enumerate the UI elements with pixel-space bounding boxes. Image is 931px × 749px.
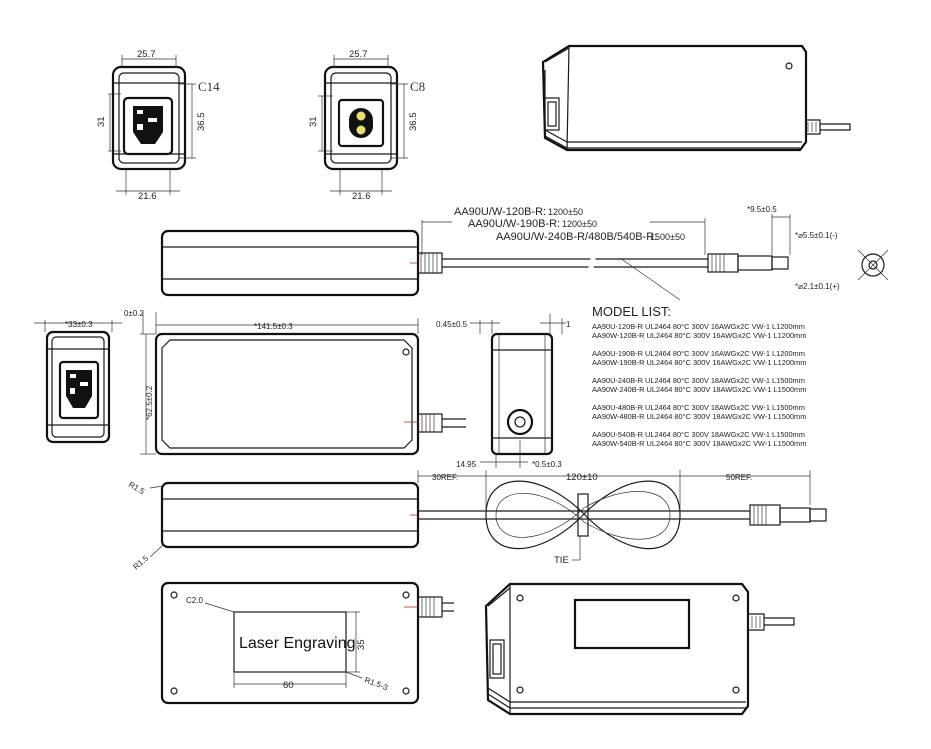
coil-radius-bottom: R1.5: [132, 553, 151, 571]
model-list-line: AA90U-240B-R UL2464 80°C 300V 18AWGx2C V…: [592, 376, 805, 385]
adapter-side-view: [160, 229, 889, 301]
c8-end-view: [318, 55, 408, 195]
label-corner: C2.0: [186, 596, 203, 605]
c14-height-left: 31: [96, 116, 107, 127]
model-list-line: AA90W-540B-R UL2464 80°C 300V 18AWGx2C V…: [592, 439, 806, 448]
model-list-line: AA90W-480B-R UL2464 80°C 300V 18AWGx2C V…: [592, 412, 806, 421]
label-height: 35: [356, 639, 367, 650]
side-right: 1: [566, 320, 571, 329]
plug-outer-diameter: *⌀5.5±0.1(-): [795, 231, 838, 240]
label-bottom-view: [160, 581, 454, 705]
cable-length-line1-model: AA90U/W-120B-R:: [454, 206, 546, 218]
end-width: *33±0.3: [65, 320, 93, 329]
model-list-line: AA90W-240B-R UL2464 80°C 300V 18AWGx2C V…: [592, 385, 806, 394]
cable-length-dimension: [421, 214, 791, 255]
cable-tie-label: TIE: [554, 555, 569, 566]
model-list-line: AA90W-120B-R UL2464 80°C 300V 16AWGx2C V…: [592, 331, 806, 340]
c8-height-left: 31: [308, 116, 319, 127]
body-gap: 0±0.2: [124, 309, 145, 318]
c14-width-top: 25.7: [137, 49, 156, 60]
isometric-view-top: [541, 44, 851, 152]
label-width: 60: [283, 680, 294, 691]
plug-length: *9.5±0.5: [747, 205, 777, 214]
adapter-top-view: [140, 312, 466, 456]
body-height: *62.5±0.2: [145, 385, 154, 420]
c8-width-bottom: 21.6: [352, 191, 371, 202]
c8-width-top: 25.7: [349, 49, 368, 60]
isometric-view-bottom: [484, 582, 795, 716]
c14-end-view: [108, 55, 196, 195]
model-list-line: AA90U-120B-R UL2464 80°C 300V 16AWGx2C V…: [592, 322, 805, 331]
model-list-line: AA90W-190B-R UL2464 80°C 300V 16AWGx2C V…: [592, 358, 806, 367]
side-offset: 0.45±0.5: [436, 320, 468, 329]
cable-length-line2-value: 1200±50: [562, 219, 597, 229]
laser-engraving-label: Laser Engraving: [239, 635, 356, 652]
adapter-end-view: [34, 320, 122, 444]
c14-width-bottom: 21.6: [138, 191, 157, 202]
model-list-line: AA90U-540B-R UL2464 80°C 300V 18AWGx2C V…: [592, 430, 805, 439]
cable-length-line3-value: 1500±50: [650, 232, 685, 242]
coil-ref-left: 30REF.: [432, 473, 458, 482]
cable-length-line3-model: AA90U/W-240B-R/480B/540B-R:: [496, 231, 657, 243]
c14-height-right: 36.5: [196, 113, 207, 132]
adapter-side-profile: [470, 314, 566, 468]
coiled-cable-view: [149, 470, 827, 561]
model-list-line: AA90U-190B-R UL2464 80°C 300V 16AWGx2C V…: [592, 349, 805, 358]
body-length: *141.5±0.3: [254, 322, 293, 331]
coil-ref-right: 50REF.: [726, 473, 752, 482]
c8-label: C8: [410, 79, 425, 94]
coil-loop-length: 120±10: [566, 472, 598, 483]
model-list-line: AA90U-480B-R UL2464 80°C 300V 18AWGx2C V…: [592, 403, 805, 412]
c14-label: C14: [198, 79, 220, 94]
plug-inner-diameter: *⌀2.1±0.1(+): [795, 282, 840, 291]
c8-height-right: 36.5: [408, 113, 419, 132]
label-radius: R1.5-3: [363, 675, 389, 692]
side-bottom-left: 14.95: [456, 460, 477, 469]
side-bottom-right: *0.5±0.3: [532, 460, 562, 469]
model-list-title: MODEL LIST:: [592, 304, 671, 319]
cable-length-line2-model: AA90U/W-190B-R:: [468, 218, 560, 230]
cable-length-line1-value: 1200±50: [548, 207, 583, 217]
coil-radius-top: R1.5: [127, 480, 147, 497]
